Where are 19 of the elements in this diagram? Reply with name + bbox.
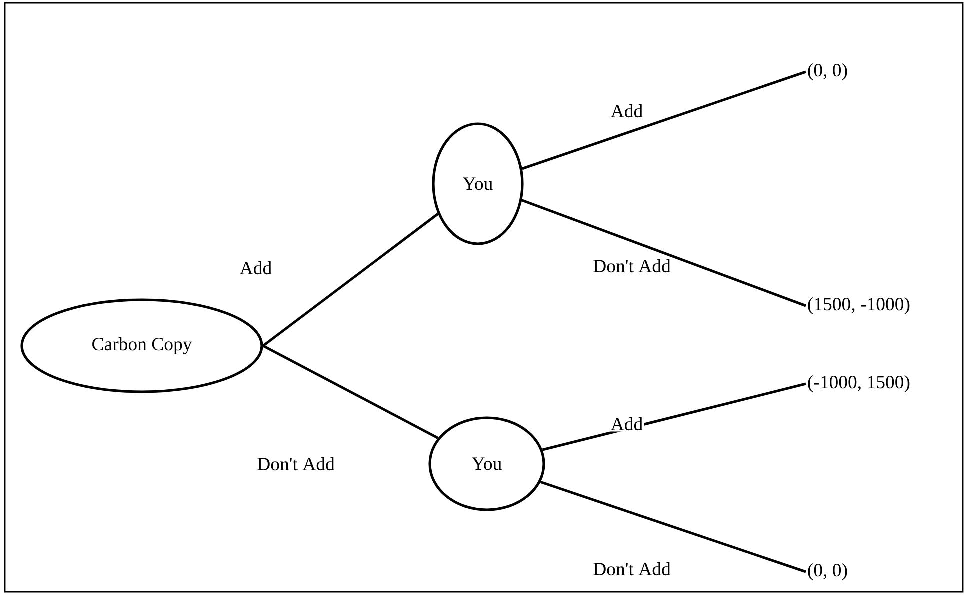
branch-line	[540, 480, 806, 574]
edge-label: Add	[610, 416, 644, 432]
edge-label: Add	[238, 260, 274, 276]
edge-label: Don't Add	[592, 258, 672, 274]
branch-line	[522, 70, 806, 170]
edge-label: Add	[610, 103, 644, 119]
branch-line	[542, 382, 806, 452]
decision-node: You	[432, 122, 524, 246]
edge-label: Don't Add	[256, 456, 336, 472]
branch-line	[522, 199, 806, 308]
branch-line	[262, 213, 439, 348]
decision-node: You	[428, 416, 546, 512]
payoff-label: (-1000, 1500)	[808, 376, 910, 392]
payoff-label: (1500, -1000)	[808, 298, 910, 314]
branch-line	[262, 344, 439, 440]
decision-node: Carbon Copy	[20, 298, 264, 394]
edge-label: Don't Add	[592, 561, 672, 577]
payoff-label: (0, 0)	[808, 64, 848, 80]
payoff-label: (0, 0)	[808, 564, 848, 580]
